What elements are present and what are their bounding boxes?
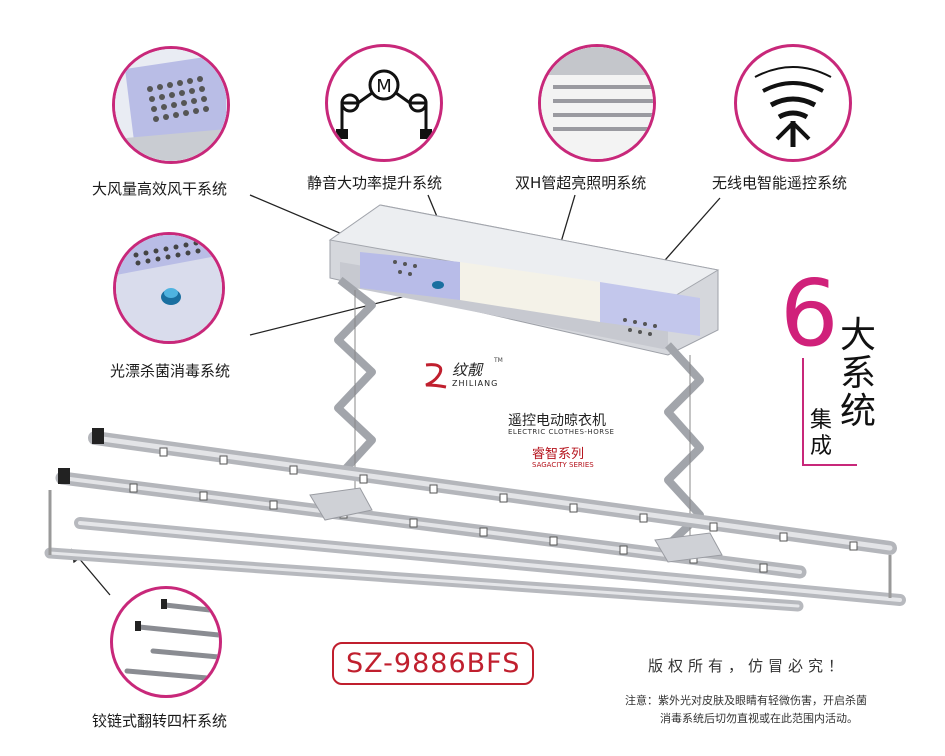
wireless-signal-icon [754,66,832,147]
motor-label: 静音大功率提升系统 [307,174,443,192]
brand-logo: 纹靓 TM ZHILIANG [422,357,512,397]
product-title-cn: 遥控电动晾衣机 [508,413,606,429]
badge-char-1: 大 [840,315,877,356]
rods-icon [124,599,219,682]
light-label: 双H管超亮照明系统 [515,174,647,192]
series-en: SAGACITY SERIES [532,461,594,469]
brand-swirl-icon [425,363,447,389]
badge-frame-line [802,358,804,466]
uv-warning-line-2: 消毒系统后切勿直视或在此范围内活动。 [660,712,858,725]
model-number: SZ-9886BFS [332,642,535,685]
badge-char-4: 集 [810,408,833,433]
product-title-en: ELECTRIC CLOTHES-HORSE [508,428,615,436]
six-systems-badge: 6 大 系 统 集 成 [780,268,880,468]
copyright-notice: 版权所有，仿冒必究！ [648,657,849,675]
motor-detail-circle: M [325,44,443,162]
fan-label: 大风量高效风干系统 [92,180,228,198]
rods-label: 铰链式翻转四杆系统 [92,712,228,730]
badge-char-3: 统 [840,391,877,432]
motor-icon: M [336,69,432,139]
badge-frame-bottom [802,464,857,466]
brand-name-cn: 纹靓 [452,361,483,379]
disinfect-label: 光漂杀菌消毒系统 [110,362,231,380]
rods-detail-circle [110,586,222,698]
badge-char-2: 系 [840,353,877,394]
brand-name-en: ZHILIANG [452,379,499,388]
remote-label: 无线电智能遥控系统 [712,174,848,192]
fan-grille-icon [115,49,227,161]
fan-detail-circle [112,46,230,164]
disinfect-detail-circle [113,232,225,344]
motor-letter: M [376,76,392,97]
uv-lamp-icon [116,235,222,341]
badge-char-5: 成 [810,434,833,459]
brand-tm: TM [494,357,503,364]
badge-number: 6 [780,260,839,367]
remote-detail-circle [734,44,852,162]
uv-warning-line-1: 注意：紫外光对皮肤及眼睛有轻微伤害，开启杀菌 [625,694,867,707]
series-cn: 睿智系列 [532,447,585,462]
